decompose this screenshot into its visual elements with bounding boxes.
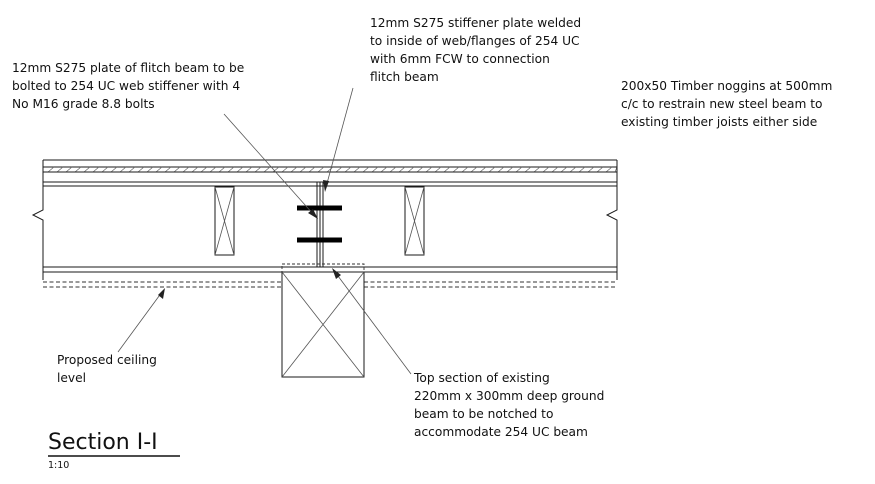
hatch-stroke xyxy=(164,166,172,173)
hatch-stroke xyxy=(281,166,289,173)
leader-ground-beam xyxy=(332,268,412,375)
hatch-stroke xyxy=(587,166,595,173)
hatch-stroke xyxy=(128,166,136,173)
hatch-stroke xyxy=(209,166,217,173)
hatch-stroke xyxy=(236,166,244,173)
hatch-stroke xyxy=(227,166,235,173)
hatch-stroke xyxy=(506,166,514,173)
floor-deck-hatch xyxy=(47,166,618,173)
hatch-stroke xyxy=(479,166,487,173)
hatch-stroke xyxy=(299,166,307,173)
hatch-stroke xyxy=(83,166,91,173)
hatch-stroke xyxy=(335,166,343,173)
hatch-stroke xyxy=(263,166,271,173)
hatch-stroke xyxy=(119,166,127,173)
hatch-stroke xyxy=(74,166,82,173)
note-flitch-plate: 12mm S275 plate of flitch beam to be bol… xyxy=(12,61,248,111)
hatch-stroke xyxy=(578,166,586,173)
hatch-stroke xyxy=(560,166,568,173)
hatch-stroke xyxy=(371,166,379,173)
hatch-stroke xyxy=(569,166,577,173)
hatch-stroke xyxy=(92,166,100,173)
hatch-stroke xyxy=(434,166,442,173)
hatch-stroke xyxy=(254,166,262,173)
note-ceiling: Proposed ceiling level xyxy=(57,353,161,385)
hatch-stroke xyxy=(110,166,118,173)
hatch-stroke xyxy=(596,166,604,173)
hatch-stroke xyxy=(272,166,280,173)
hatch-stroke xyxy=(515,166,523,173)
hatch-stroke xyxy=(542,166,550,173)
hatch-stroke xyxy=(470,166,478,173)
hatch-stroke xyxy=(407,166,415,173)
hatch-stroke xyxy=(173,166,181,173)
joist-soffit xyxy=(43,266,617,273)
hatch-stroke xyxy=(605,166,613,173)
hatch-stroke xyxy=(380,166,388,173)
hatch-stroke xyxy=(65,166,73,173)
hatch-stroke xyxy=(416,166,424,173)
timber-noggin-left xyxy=(214,186,235,256)
timber-noggin-right xyxy=(404,186,425,256)
hatch-stroke xyxy=(398,166,406,173)
hatch-stroke xyxy=(137,166,145,173)
hatch-stroke xyxy=(533,166,541,173)
hatch-stroke xyxy=(317,166,325,173)
hatch-stroke xyxy=(155,166,163,173)
note-ground-beam: Top section of existing 220mm x 300mm de… xyxy=(413,371,608,439)
hatch-stroke xyxy=(308,166,316,173)
note-noggins: 200x50 Timber noggins at 500mm c/c to re… xyxy=(621,79,836,129)
hatch-stroke xyxy=(245,166,253,173)
leader-stiffener xyxy=(323,87,354,192)
hatch-stroke xyxy=(290,166,298,173)
hatch-stroke xyxy=(497,166,505,173)
section-scale: 1:10 xyxy=(48,460,69,471)
hatch-stroke xyxy=(488,166,496,173)
hatch-stroke xyxy=(443,166,451,173)
hatch-stroke xyxy=(101,166,109,173)
floor-deck xyxy=(43,159,618,187)
hatch-stroke xyxy=(452,166,460,173)
section-title: Section I-I xyxy=(48,430,158,455)
hatch-stroke xyxy=(524,166,532,173)
break-line-right xyxy=(605,160,618,280)
hatch-stroke xyxy=(191,166,199,173)
leader-flitch-plate xyxy=(223,113,318,219)
hatch-stroke xyxy=(326,166,334,173)
hatch-stroke xyxy=(47,166,55,173)
hatch-stroke xyxy=(362,166,370,173)
note-stiffener: 12mm S275 stiffener plate welded to insi… xyxy=(370,16,585,84)
hatch-stroke xyxy=(551,166,559,173)
hatch-stroke xyxy=(200,166,208,173)
hatch-stroke xyxy=(146,166,154,173)
ceiling-line xyxy=(43,281,617,288)
hatch-stroke xyxy=(389,166,397,173)
hatch-stroke xyxy=(344,166,352,173)
hatch-stroke xyxy=(56,166,64,173)
hatch-stroke xyxy=(353,166,361,173)
break-line-left xyxy=(31,160,44,280)
hatch-stroke xyxy=(425,166,433,173)
hatch-stroke xyxy=(461,166,469,173)
hatch-stroke xyxy=(182,166,190,173)
hatch-stroke xyxy=(218,166,226,173)
ground-beam xyxy=(281,263,365,378)
uc-beam-web xyxy=(316,182,324,267)
leader-ceiling xyxy=(117,288,165,353)
